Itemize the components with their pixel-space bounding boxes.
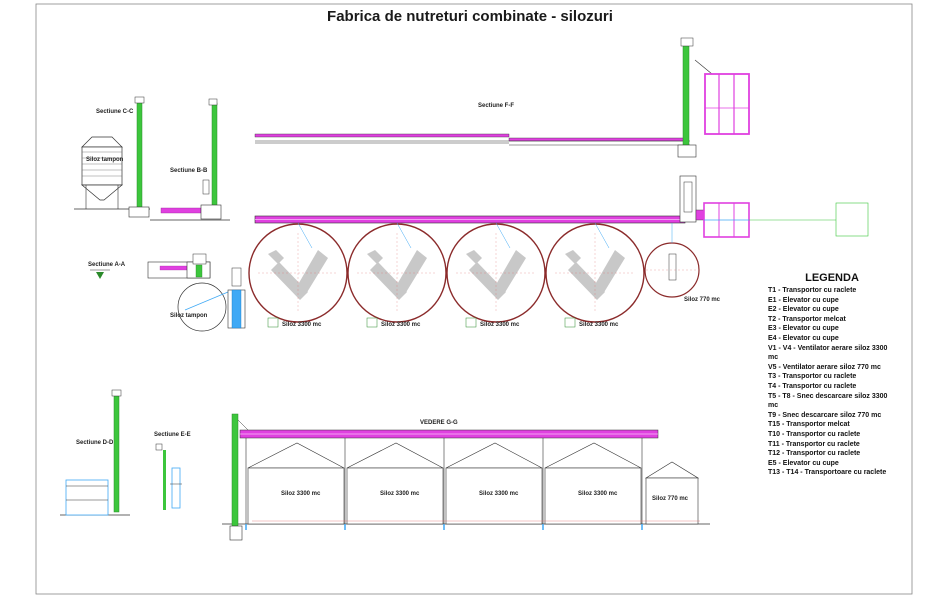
section-dd-drawing bbox=[60, 389, 130, 516]
section-bb-label: Sectiune B-B bbox=[170, 168, 208, 174]
siloz-tampon-plan-label: Siloz tampon bbox=[170, 313, 208, 319]
legend-item: T1 - Transportor cu raclete bbox=[768, 287, 857, 294]
section-ff-label: Sectiune F-F bbox=[478, 103, 515, 109]
legend-item: V5 - Ventilator aerare siloz 770 mc bbox=[768, 363, 881, 371]
legend-item: T2 - Transportor melcat bbox=[768, 315, 846, 323]
silo-770-label: Siloz 770 mc bbox=[684, 297, 721, 303]
tampon-plan-drawing bbox=[147, 253, 246, 332]
legend-item: E5 - Elevator cu cupe bbox=[768, 459, 839, 467]
view-silo-2-label: Siloz 3300 mc bbox=[380, 491, 420, 497]
legend: LEGENDA T1 - Transportor cu raclete E1 -… bbox=[768, 272, 888, 478]
silo-1-label: Siloz 3300 mc bbox=[282, 322, 322, 328]
legend-item: E1 - Elevator cu cupe bbox=[768, 296, 839, 304]
view-silo-770-label: Siloz 770 mc bbox=[652, 496, 689, 502]
section-cc-drawing bbox=[74, 96, 150, 218]
sheet-frame bbox=[35, 3, 913, 595]
legend-item: T11 - Transportor cu raclete bbox=[768, 440, 860, 448]
siloz-tampon-section-label: Siloz tampon bbox=[86, 157, 124, 163]
legend-item: E4 - Elevator cu cupe bbox=[768, 334, 839, 342]
section-cc-label: Sectiune C-C bbox=[96, 109, 134, 115]
view-silo-4-label: Siloz 3300 mc bbox=[578, 491, 618, 497]
legend-title: LEGENDA bbox=[805, 272, 859, 284]
legend-item: T15 - Transportor melcat bbox=[768, 421, 850, 429]
section-aa-drawing bbox=[90, 269, 110, 279]
legend-item: E2 - Elevator cu cupe bbox=[768, 306, 839, 314]
legend-item: T10 - Transportor cu raclete bbox=[768, 430, 861, 438]
legend-item: V1 - V4 - Ventilator aerare siloz 3300 m… bbox=[768, 344, 888, 362]
legend-item: T13 - T14 - Transportoare cu raclete bbox=[768, 469, 887, 477]
silo-3-label: Siloz 3300 mc bbox=[480, 322, 520, 328]
section-ee-label: Sectiune E-E bbox=[154, 432, 191, 438]
legend-item: T5 - T8 - Snec descarcare siloz 3300 mc bbox=[768, 392, 888, 410]
legend-item: T12 - Transportor cu raclete bbox=[768, 450, 861, 458]
silo-2-label: Siloz 3300 mc bbox=[381, 322, 421, 328]
view-gg-drawing bbox=[222, 413, 710, 541]
plan-view-drawing bbox=[248, 175, 869, 328]
section-ee-drawing bbox=[155, 443, 182, 510]
legend-item: E3 - Elevator cu cupe bbox=[768, 325, 839, 333]
section-ff-drawing bbox=[254, 37, 750, 158]
legend-item: T4 - Transportor cu raclete bbox=[768, 382, 857, 390]
legend-item: T9 - Snec descarcare siloz 770 mc bbox=[768, 411, 882, 419]
drawing-title: Fabrica de nutreturi combinate - silozur… bbox=[327, 8, 613, 25]
silo-4-label: Siloz 3300 mc bbox=[579, 322, 619, 328]
view-silo-1-label: Siloz 3300 mc bbox=[281, 491, 321, 497]
section-aa-label: Sectiune A-A bbox=[88, 262, 126, 268]
view-silo-3-label: Siloz 3300 mc bbox=[479, 491, 519, 497]
legend-item: T3 - Transportor cu raclete bbox=[768, 373, 857, 381]
section-dd-label: Sectiune D-D bbox=[76, 440, 114, 446]
view-gg-label: VEDERE G-G bbox=[420, 420, 458, 426]
section-bb-drawing bbox=[150, 98, 230, 221]
